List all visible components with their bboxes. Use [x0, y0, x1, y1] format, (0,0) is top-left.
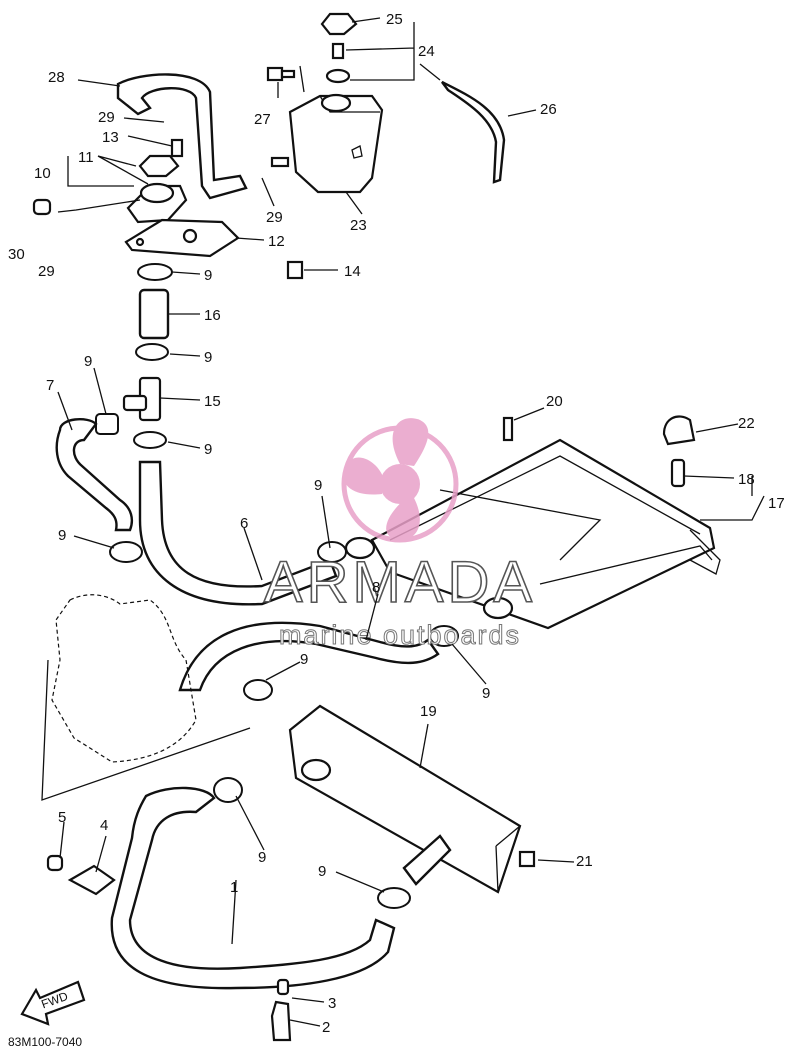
- callout-22: 22: [738, 415, 755, 432]
- callout-9b: 9: [204, 349, 212, 366]
- callout-9g: 9: [482, 685, 490, 702]
- callout-19: 19: [420, 703, 437, 720]
- main-hose-1: [110, 786, 396, 990]
- callout-29c: 29: [38, 263, 55, 280]
- watermark-logo: [341, 418, 459, 543]
- reservoir-cap: [320, 12, 358, 84]
- bracket-4: [67, 864, 116, 896]
- watermark-brand: ARMADA: [264, 550, 536, 615]
- clip-2: [270, 1000, 292, 1042]
- callout-14: 14: [344, 263, 361, 280]
- callout-3: 3: [328, 995, 336, 1012]
- callout-9f: 9: [314, 477, 322, 494]
- callout-30: 30: [8, 246, 25, 263]
- callout-9a: 9: [204, 267, 212, 284]
- callout-2: 2: [322, 1019, 330, 1036]
- callout-27: 27: [254, 111, 271, 128]
- hose-clamp: [95, 413, 119, 435]
- callout-15: 15: [204, 393, 221, 410]
- bypass-hose: [116, 73, 248, 200]
- hose-clamp: [109, 541, 143, 563]
- callout-29a: 29: [266, 209, 283, 226]
- short-hose-16: [138, 288, 170, 340]
- callout-4: 4: [100, 817, 108, 834]
- callout-8: 8: [372, 579, 380, 596]
- hose-connector: [402, 834, 452, 886]
- callout-11: 11: [78, 149, 94, 166]
- bolt-5: [46, 854, 64, 872]
- callout-17: 17: [768, 495, 785, 512]
- heat-exchanger: [344, 438, 721, 630]
- anode-22: [662, 415, 696, 446]
- bolt-27: [266, 66, 296, 82]
- callout-9e: 9: [58, 527, 66, 544]
- callout-28: 28: [48, 69, 65, 86]
- callout-21: 21: [576, 853, 593, 870]
- callout-9h: 9: [300, 651, 308, 668]
- watermark-tagline: marine outboards: [279, 620, 521, 650]
- callout-9j: 9: [258, 849, 266, 866]
- bolt-21: [518, 850, 536, 868]
- hose-clamp: [429, 625, 459, 647]
- callout-23: 23: [350, 217, 367, 234]
- hose-clamp: [213, 777, 243, 803]
- callout-1: 1: [230, 879, 238, 896]
- callout-9i: 9: [318, 863, 326, 880]
- leader-lines: [57, 17, 765, 1027]
- callout-9c: 9: [204, 441, 212, 458]
- callout-7: 7: [46, 377, 54, 394]
- fitting-18: [670, 458, 686, 488]
- hose-clamp: [133, 431, 167, 449]
- callout-25: 25: [386, 11, 403, 28]
- callout-12: 12: [268, 233, 285, 250]
- cap-30: [32, 198, 52, 216]
- callout-18: 18: [738, 471, 755, 488]
- hose-clamp: [135, 343, 169, 361]
- callout-numbers: 25 24 27 26 23 29 28 29 13 11 10 30 29 1…: [8, 11, 785, 1036]
- cooling-plate: [288, 704, 522, 894]
- callout-13: 13: [102, 129, 119, 146]
- bolt-14: [286, 260, 304, 280]
- reference-line: [41, 659, 251, 801]
- callout-16: 16: [204, 307, 221, 324]
- screw-20: [502, 416, 514, 442]
- callout-9d: 9: [84, 353, 92, 370]
- callout-10: 10: [34, 165, 51, 182]
- hose-8: [178, 621, 440, 692]
- thermostat-housing: [124, 218, 240, 258]
- reservoir-tank: [270, 93, 384, 194]
- forward-arrow-icon: [20, 980, 86, 1026]
- hose-7: [55, 418, 134, 532]
- hose-clamp: [137, 263, 173, 281]
- hose-clamp: [243, 679, 273, 701]
- callout-5: 5: [58, 809, 66, 826]
- callout-6: 6: [240, 515, 248, 532]
- diagram-code: 83M100-7040: [8, 1035, 82, 1049]
- engine-block-outline: [51, 594, 197, 763]
- callout-26: 26: [540, 101, 557, 118]
- thermostat-cover: [126, 154, 188, 224]
- hose-6: [138, 460, 338, 606]
- hose-clamp: [377, 887, 411, 909]
- bolt-13: [170, 138, 184, 158]
- screw-3: [276, 978, 290, 996]
- t-joint: [122, 376, 162, 422]
- callout-24: 24: [418, 43, 435, 60]
- overflow-hose: [441, 80, 506, 184]
- callout-29b: 29: [98, 109, 115, 126]
- callout-20: 20: [546, 393, 563, 410]
